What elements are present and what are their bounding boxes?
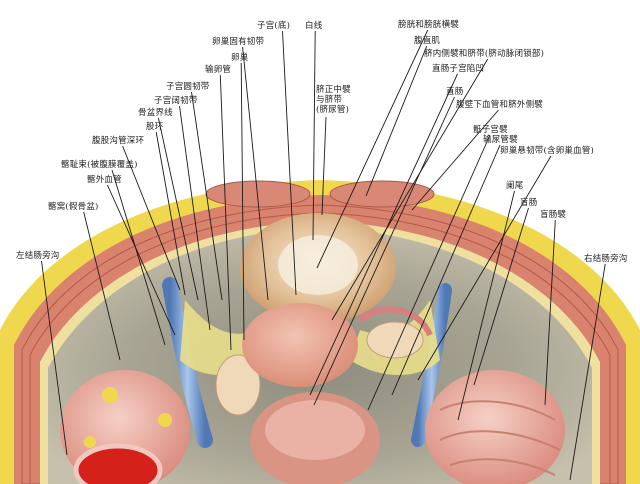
label-ovary: 卵巢 [231,53,249,63]
leader-line [417,155,552,381]
label-iliopubic-tract: 髂耻束(被腹膜覆盖) [61,160,138,170]
leader-line [321,116,327,216]
leader-line [41,260,68,456]
label-left-paracolic-gutter: 左结肠旁沟 [16,251,60,261]
leader-line [457,190,515,421]
uterus [242,303,358,387]
label-iliac-fossa: 髂窝(假骨盆) [48,202,99,212]
label-ovarian-ligament: 卵巢固有韧带 [212,37,265,47]
leader-line [179,105,211,331]
leader-line [391,144,501,396]
label-vesicouterine-fold: 膀胱和膀胱横襞 [398,20,459,30]
leader-line [569,263,606,481]
label-cecum: 盲肠 [520,198,538,208]
label-rectouterine-fold: 骶子宫襞 [473,125,508,135]
leader-line [365,45,428,197]
leader-line [191,91,223,301]
leader-line [473,207,529,386]
leader-line [312,30,316,241]
label-medial-umbilical-fold: 脐内侧襞和脐带(脐动脉闭锁部) [424,49,545,59]
leader-line [240,62,245,341]
leader-line [544,219,556,406]
label-appendix: 阑尾 [506,181,524,191]
leader-line [219,74,232,351]
label-uterus-fundus: 子宫(底) [257,21,291,31]
label-round-ligament-1: 子宫圆韧带 [166,82,210,92]
ovary-left [215,354,261,416]
label-ureteric-fold: 输尿管襞 [483,135,518,145]
leader-line [282,30,297,296]
leader-line [309,73,458,396]
label-linea-alba: 白线 [305,21,323,31]
label-rectus-abdominis: 腹直肌 [414,36,441,46]
uterine-tube-right [358,306,433,337]
label-right-paracolic-gutter: 右结肠旁沟 [584,254,628,264]
leader-line [411,109,499,211]
colon-lumen [73,443,163,484]
label-rectouterine-pouch: 直肠子宫陷凹 [432,64,485,74]
label-femoral-ring: 股环 [146,122,164,132]
label-suspensory-ligament-ovary: 卵巢悬韧带(含卵巢血管) [500,146,595,156]
label-uterine-tube: 输卵管 [205,65,232,75]
leader-line [106,184,176,336]
leader-line [367,134,491,411]
label-rectum: 直肠 [446,87,464,97]
leader-line [313,96,455,406]
leader-line [122,145,181,291]
leader-line [157,117,199,301]
leader-line [331,58,489,321]
leader-line [155,131,186,296]
label-cecal-fold: 盲肠襞 [540,210,567,220]
label-median-umbilical-fold: 脐正中襞 与脐带 (脐尿管) [316,85,351,115]
cecum [425,370,565,484]
label-external-iliac-vessels: 髂外血管 [87,175,122,185]
label-inferior-epigastric-fold: 腹壁下血管和脐外侧襞 [456,100,544,110]
rectus-abdominis-left [205,180,311,208]
leader-line [83,211,121,361]
label-deep-inguinal-ring: 腹股沟管深环 [92,136,145,146]
leader-line [111,169,166,346]
leader-line [316,29,429,269]
label-round-ligament-2: 子宫阔韧带 [154,96,198,106]
leader-line [242,46,269,301]
rectus-abdominis-right [329,180,435,208]
label-pelvic-brim: 骨盆界线 [138,108,173,118]
ovary-right [366,321,424,359]
